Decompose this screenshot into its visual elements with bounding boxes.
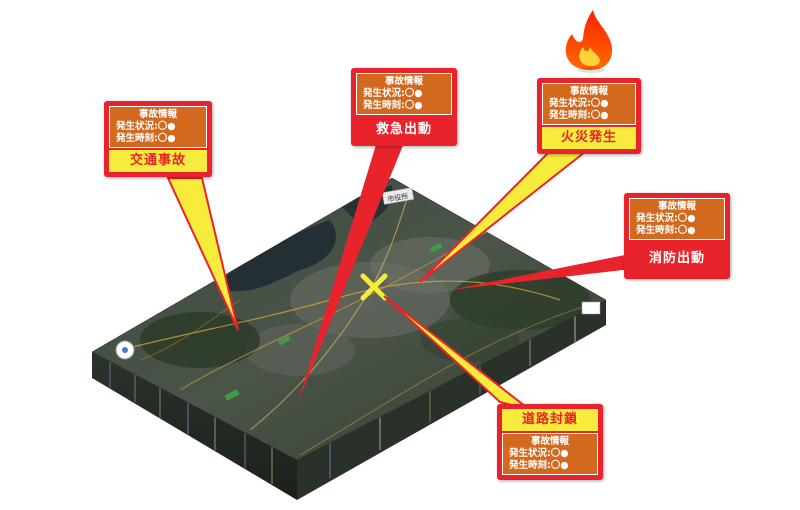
info-time: 発生時刻:〇● bbox=[549, 110, 609, 121]
pointer-traffic bbox=[166, 177, 239, 331]
event-card-ambulance[interactable]: 事故情報 発生状況:〇● 発生時刻:〇● 救急出動 bbox=[351, 68, 457, 146]
event-label: 交通事故 bbox=[109, 150, 207, 172]
event-card-firedept[interactable]: 事故情報 発生状況:〇● 発生時刻:〇● 消防出動 bbox=[624, 193, 730, 279]
map-side-right bbox=[297, 300, 606, 500]
info-panel: 事故情報 発生状況:〇● 発生時刻:〇● bbox=[629, 198, 725, 240]
info-time: 発生時刻:〇● bbox=[116, 133, 176, 144]
info-status: 発生状況:〇● bbox=[509, 448, 569, 459]
info-header: 事故情報 bbox=[384, 76, 423, 87]
pointer-firedept bbox=[450, 252, 640, 290]
info-panel: 事故情報 発生状況:〇● 発生時刻:〇● bbox=[356, 73, 452, 115]
info-status: 発生状況:〇● bbox=[363, 88, 423, 99]
info-time: 発生時刻:〇● bbox=[509, 460, 569, 471]
info-time: 発生時刻:〇● bbox=[363, 100, 423, 111]
info-header: 事故情報 bbox=[569, 86, 608, 97]
info-panel: 事故情報 発生状況:〇● 発生時刻:〇● bbox=[542, 83, 636, 125]
info-header: 事故情報 bbox=[138, 109, 177, 120]
event-card-traffic[interactable]: 事故情報 発生状況:〇● 発生時刻:〇● 交通事故 bbox=[104, 101, 212, 177]
info-status: 発生状況:〇● bbox=[549, 98, 609, 109]
compass-icon[interactable] bbox=[115, 340, 135, 360]
event-label: 火災発生 bbox=[542, 127, 636, 149]
info-time: 発生時刻:〇● bbox=[636, 225, 696, 236]
map-zoom-control[interactable] bbox=[581, 301, 601, 315]
info-status: 発生状況:〇● bbox=[116, 121, 176, 132]
info-header: 事故情報 bbox=[530, 436, 569, 447]
info-panel: 事故情報 発生状況:〇● 発生時刻:〇● bbox=[109, 106, 207, 148]
pointer-ambulance bbox=[298, 138, 406, 402]
info-header: 事故情報 bbox=[657, 201, 696, 212]
event-card-road[interactable]: 道路封鎖 事故情報 発生状況:〇● 発生時刻:〇● bbox=[497, 404, 603, 480]
event-label: 消防出動 bbox=[648, 251, 705, 266]
info-panel: 事故情報 発生状況:〇● 発生時刻:〇● bbox=[502, 433, 598, 475]
info-status: 発生状況:〇● bbox=[636, 213, 696, 224]
incident-x-marker[interactable] bbox=[360, 273, 388, 301]
event-label: 救急出動 bbox=[375, 122, 432, 137]
map-building-label: 市役所 bbox=[387, 191, 409, 204]
event-card-fire[interactable]: 事故情報 発生状況:〇● 発生時刻:〇● 火災発生 bbox=[537, 78, 641, 154]
fire-icon bbox=[565, 10, 613, 73]
event-label: 道路封鎖 bbox=[502, 409, 598, 431]
